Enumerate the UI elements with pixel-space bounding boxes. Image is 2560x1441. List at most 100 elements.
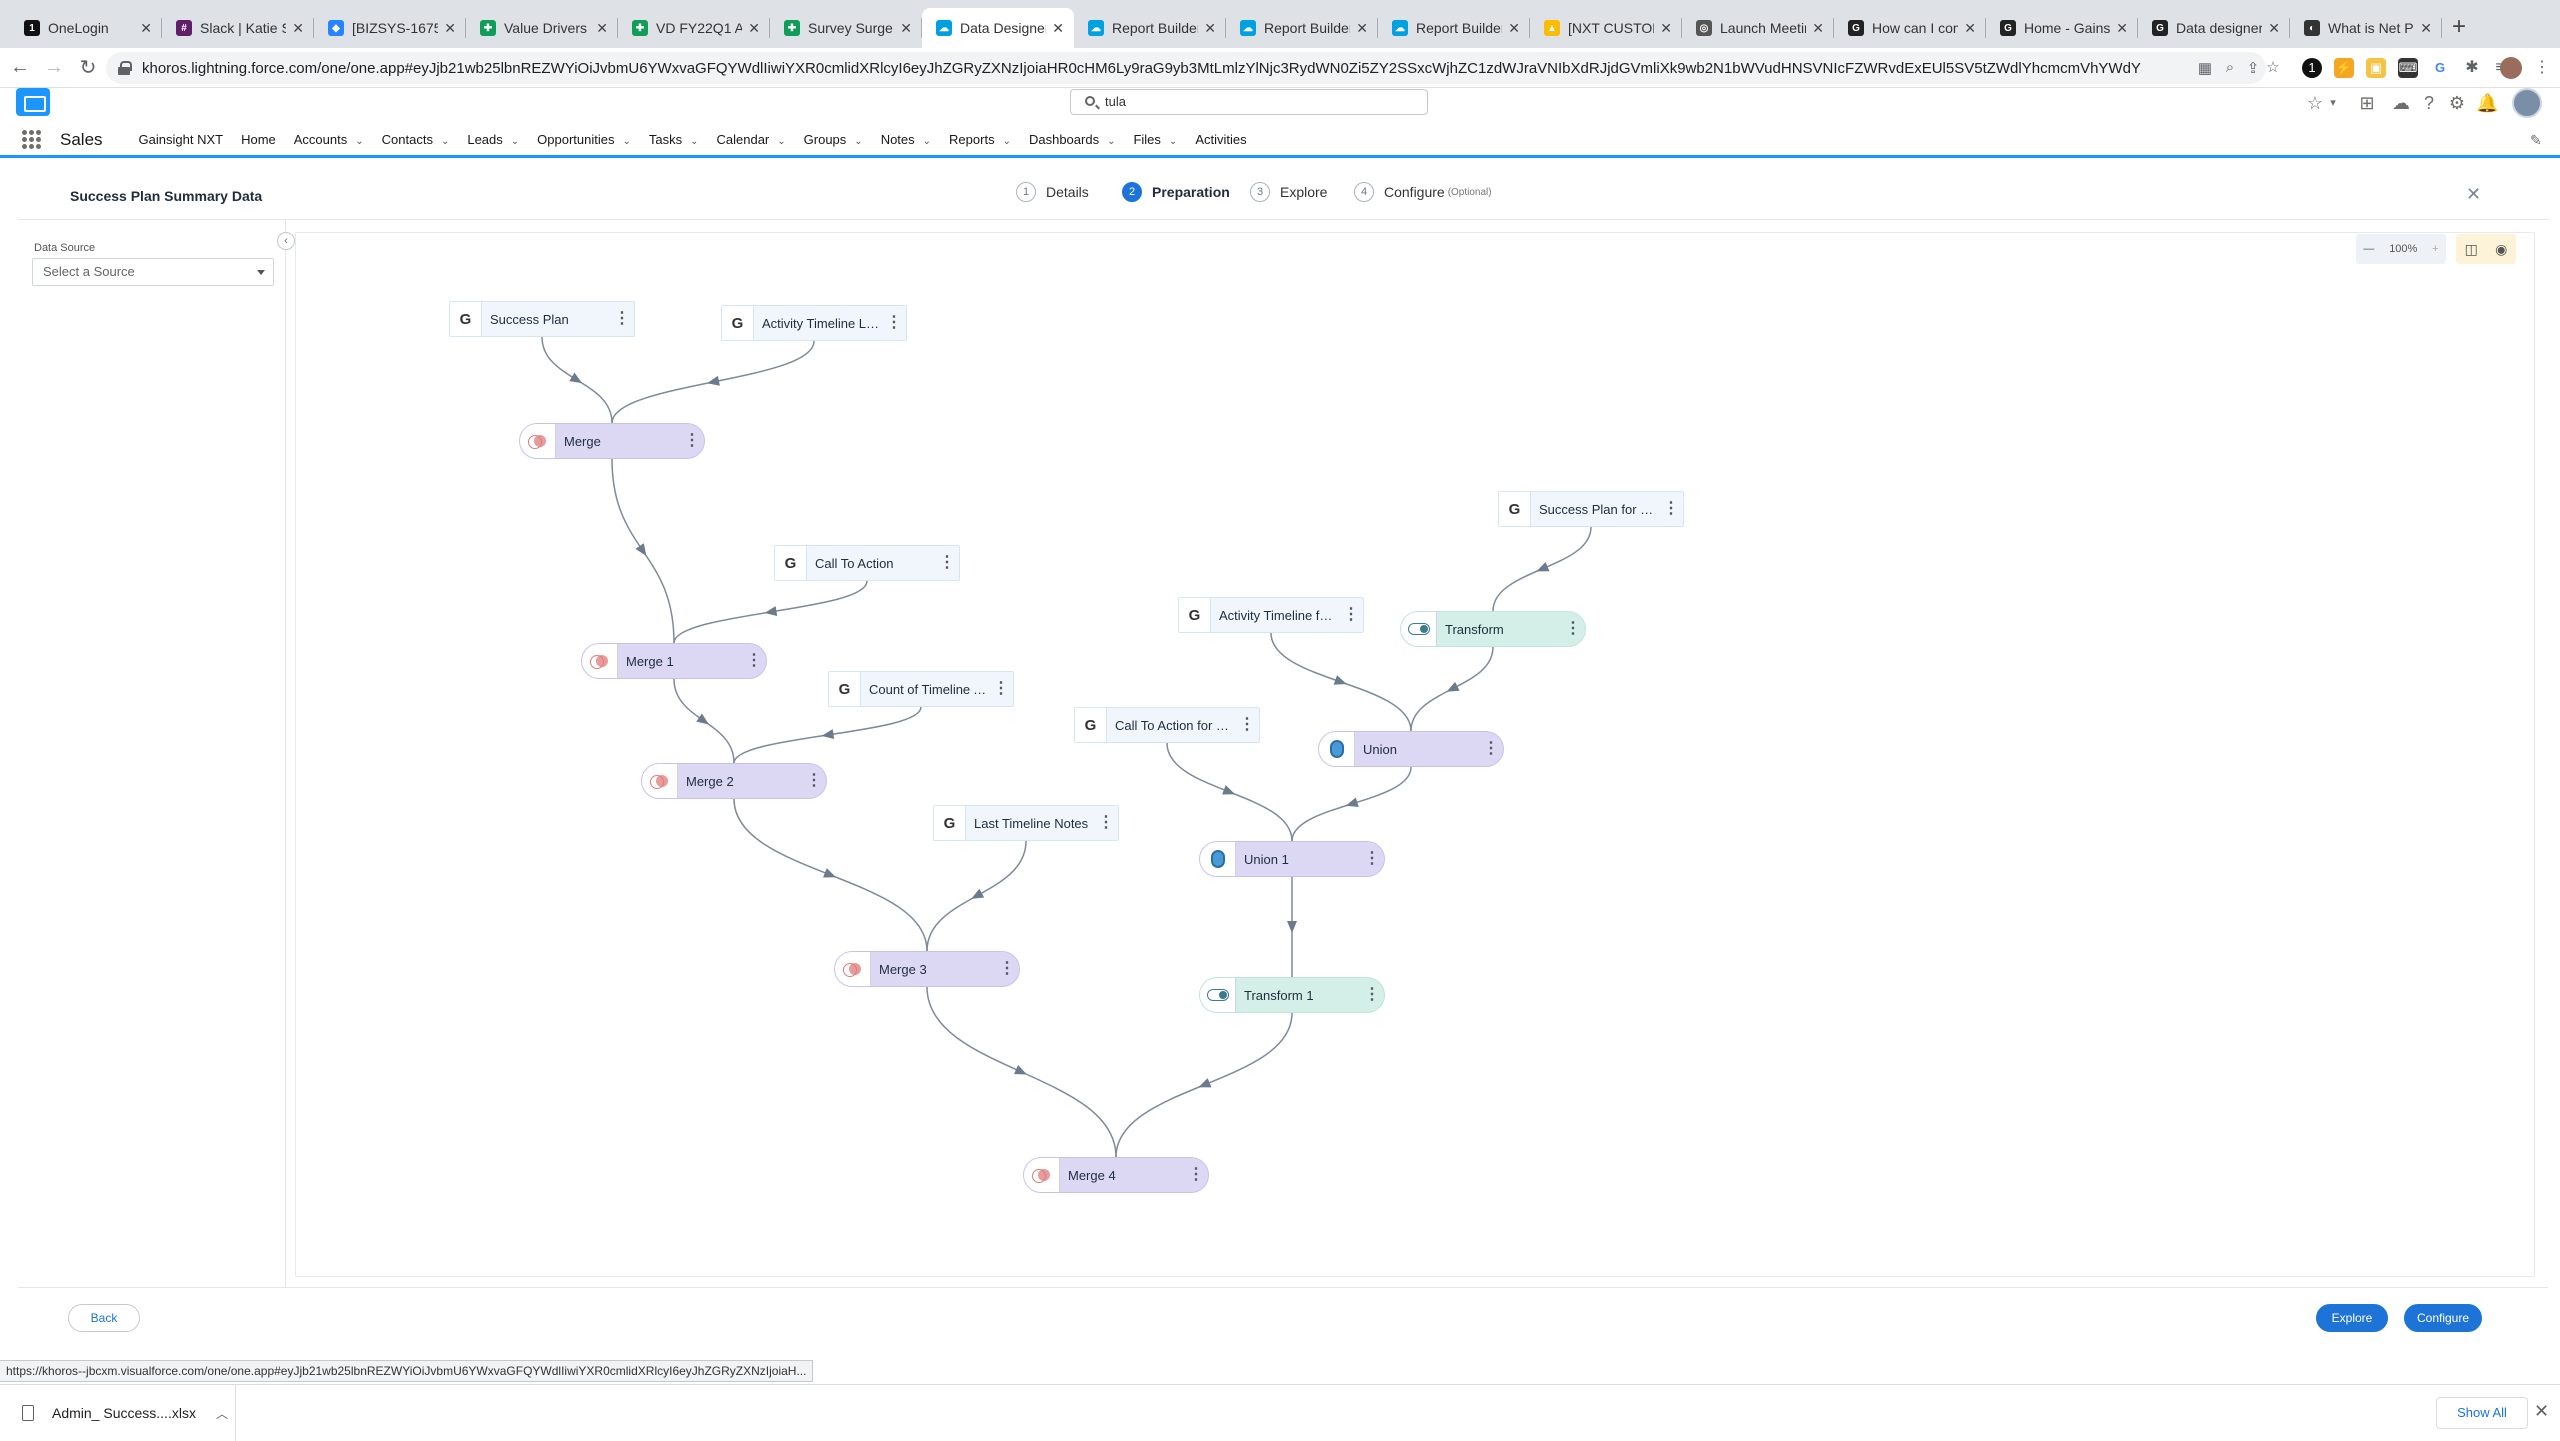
tab-close-icon[interactable]: ✕ (900, 19, 912, 36)
configure-button[interactable]: Configure (2404, 1304, 2482, 1332)
nav-item[interactable]: Dashboards⌄ (1029, 132, 1116, 147)
guidance-icon[interactable]: ☁ (2392, 93, 2410, 113)
zoom-out-icon[interactable]: — (2363, 243, 2375, 255)
node-menu-icon[interactable]: ⋮ (1188, 1166, 1204, 1183)
tab-close-icon[interactable]: ✕ (2268, 19, 2280, 36)
zoom-in-icon[interactable]: + (2432, 243, 2439, 255)
tab-close-icon[interactable]: ✕ (596, 19, 608, 36)
node-menu-icon[interactable]: ⋮ (1663, 500, 1679, 517)
node-menu-icon[interactable]: ⋮ (886, 314, 902, 331)
download-item[interactable]: Admin_ Success....xlsx ︿ (12, 1385, 236, 1441)
setup-gear-icon[interactable]: ⚙ (2448, 93, 2466, 113)
chevron-down-icon[interactable]: ⌄ (355, 136, 364, 147)
chevron-down-icon[interactable]: ⌄ (1002, 136, 1011, 147)
share-icon[interactable]: ⇪ (2246, 60, 2260, 77)
browser-tab[interactable]: #Slack | Katie Sl✕ (162, 8, 314, 48)
browser-tab[interactable]: ✚Survey Surge J✕ (770, 8, 922, 48)
profile-avatar-icon[interactable] (2500, 57, 2522, 79)
chevron-down-icon[interactable]: ⌄ (440, 136, 450, 147)
node-menu-icon[interactable]: ⋮ (1239, 716, 1255, 733)
nav-item[interactable]: Notes⌄ (881, 132, 931, 147)
tab-close-icon[interactable]: ✕ (2116, 19, 2128, 36)
extensions-puzzle-icon[interactable]: ✱ (2462, 58, 2482, 78)
tab-close-icon[interactable]: ✕ (1812, 19, 1824, 36)
node-menu-icon[interactable]: ⋮ (1343, 606, 1359, 623)
help-icon[interactable]: ? (2423, 93, 2434, 113)
node-menu-icon[interactable]: ⋮ (1364, 850, 1380, 867)
chevron-down-icon[interactable]: ⌄ (1107, 136, 1116, 147)
explore-button[interactable]: Explore (2316, 1304, 2388, 1332)
nav-item[interactable]: Gainsight NXT (139, 132, 224, 147)
node-menu-icon[interactable]: ⋮ (614, 310, 630, 327)
favorites-dropdown-icon[interactable]: ▾ (2330, 97, 2336, 109)
reload-icon[interactable]: ↻ (79, 57, 97, 79)
chevron-down-icon[interactable]: ⌄ (622, 136, 631, 147)
chevron-down-icon[interactable]: ⌄ (777, 136, 786, 147)
show-all-button[interactable]: Show All (2436, 1397, 2528, 1429)
edit-nav-pencil-icon[interactable]: ✎ (2530, 132, 2542, 148)
app-launcher-icon[interactable] (22, 129, 42, 150)
browser-tab[interactable]: ◎Launch Meeting✕ (1682, 8, 1834, 48)
back-arrow-icon[interactable]: ← (10, 56, 30, 78)
extension-google-icon[interactable]: G (2430, 58, 2450, 78)
browser-menu-icon[interactable]: ⋮ (2532, 58, 2552, 78)
browser-tab[interactable]: ✚VD FY22Q1 An✕ (618, 8, 770, 48)
global-actions-icon[interactable]: ⊞ (2359, 93, 2375, 113)
nav-item[interactable]: Opportunities⌄ (537, 132, 631, 147)
nav-item[interactable]: Calendar⌄ (717, 132, 786, 147)
nav-item[interactable]: Home (241, 132, 276, 147)
browser-tab[interactable]: ☁Data Designer✕ (922, 8, 1074, 48)
new-tab-icon[interactable]: + (2452, 13, 2467, 40)
extension-note-icon[interactable]: ▣ (2366, 58, 2386, 78)
chevron-down-icon[interactable]: ⌄ (1168, 136, 1178, 147)
nav-item[interactable]: Activities (1195, 132, 1246, 147)
extension-onelogin-icon[interactable]: 1 (2302, 58, 2322, 78)
node-menu-icon[interactable]: ⋮ (1098, 814, 1114, 831)
node-menu-icon[interactable]: ⋮ (1364, 986, 1380, 1003)
flow-node-merge[interactable]: Merge 4⋮ (1023, 1157, 1209, 1193)
flow-node-merge[interactable]: Merge 3⋮ (834, 951, 1020, 987)
tab-close-icon[interactable]: ✕ (444, 19, 456, 36)
preview-eye-icon[interactable]: ◉ (2495, 240, 2508, 257)
close-icon[interactable]: ✕ (2466, 184, 2482, 204)
chevron-down-icon[interactable]: ⌄ (854, 136, 863, 147)
tab-close-icon[interactable]: ✕ (1204, 19, 1216, 36)
node-menu-icon[interactable]: ⋮ (806, 772, 822, 789)
chevron-down-icon[interactable]: ⌄ (690, 136, 699, 147)
chevron-down-icon[interactable]: ⌄ (922, 136, 932, 147)
qr-code-icon[interactable]: ▦ (2197, 60, 2213, 77)
tab-close-icon[interactable]: ✕ (292, 19, 304, 36)
browser-tab[interactable]: ◆[BIZSYS-1675✕ (314, 8, 466, 48)
extension-lightning-icon[interactable]: ⚡ (2334, 58, 2354, 78)
forward-arrow-icon[interactable]: → (44, 56, 64, 78)
node-menu-icon[interactable]: ⋮ (746, 652, 762, 669)
tab-close-icon[interactable]: ✕ (1964, 19, 1976, 36)
flow-node-merge[interactable]: Merge 1⋮ (581, 643, 767, 679)
node-menu-icon[interactable]: ⋮ (684, 432, 700, 449)
node-menu-icon[interactable]: ⋮ (1565, 620, 1581, 637)
data-source-select[interactable]: Select a Source (32, 258, 274, 286)
nav-item[interactable]: Reports⌄ (949, 132, 1011, 147)
tab-close-icon[interactable]: ✕ (1052, 19, 1064, 36)
nav-item[interactable]: Leads⌄ (467, 132, 519, 147)
nav-item[interactable]: Contacts⌄ (382, 132, 450, 147)
browser-tab[interactable]: ▲[NXT CUSTOM✕ (1530, 8, 1682, 48)
extension-shortcuts-icon[interactable]: ⌨ (2398, 58, 2418, 78)
nav-item[interactable]: Accounts⌄ (294, 132, 364, 147)
address-bar[interactable]: khoros.lightning.force.com/one/one.app#e… (106, 52, 2266, 84)
